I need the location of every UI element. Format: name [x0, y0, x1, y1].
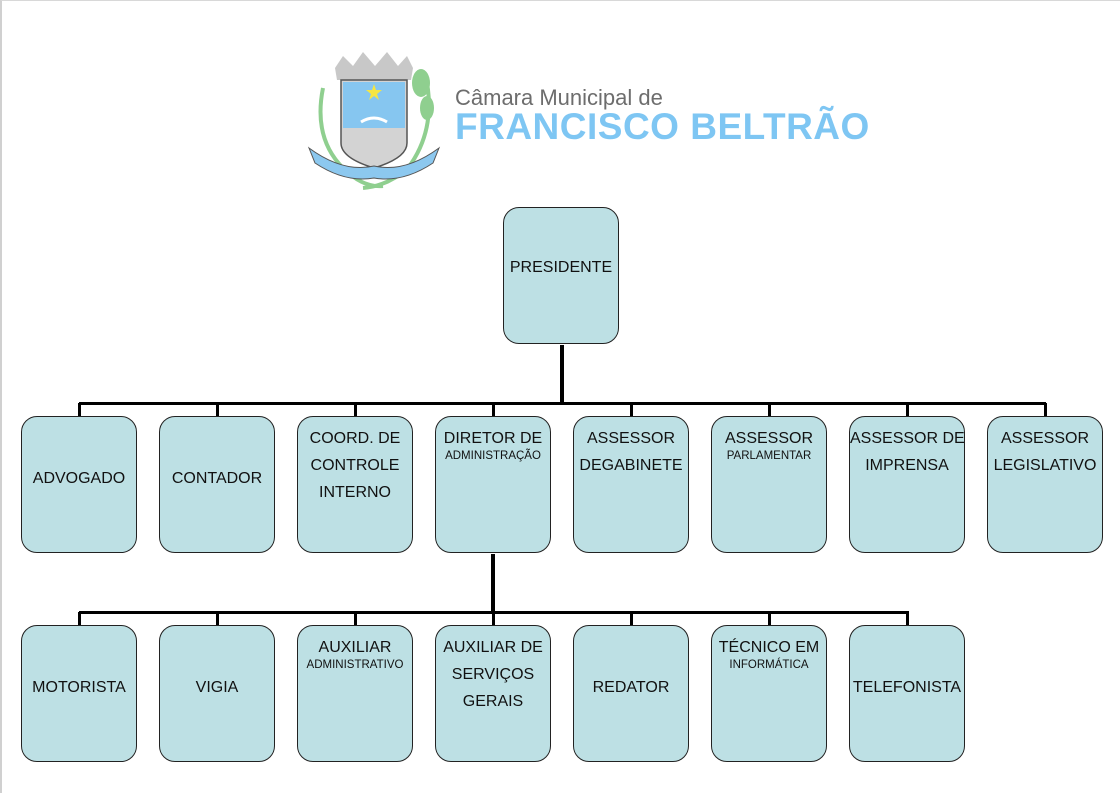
box-label-line: ADVOGADO	[32, 470, 126, 487]
box-label: CONTADOR	[160, 465, 274, 492]
box-label: VIGIA	[160, 674, 274, 701]
box-label-line: PARLAMENTAR	[726, 450, 812, 462]
connector-drop	[630, 612, 633, 625]
connector-drop	[78, 403, 81, 416]
org-node-level1[interactable]: ASSESSOR LEGISLATIVO	[987, 416, 1103, 553]
org-node-level2[interactable]: TELEFONISTA	[849, 625, 965, 762]
connector-drop	[768, 612, 771, 625]
org-node-level2[interactable]: AUXILIAR DE SERVIÇOS GERAIS	[435, 625, 551, 762]
box-label-line: PRESIDENTE	[509, 259, 613, 276]
connector-drop	[630, 403, 633, 416]
box-label-line: ASSESSOR	[586, 430, 676, 447]
connector-drop	[216, 612, 219, 625]
box-label: COORD. DE CONTROLE INTERNO	[298, 425, 412, 506]
box-label-line: AUXILIAR DE	[443, 639, 543, 656]
box-label-line: COORD. DE	[309, 430, 401, 447]
box-label: MOTORISTA	[22, 674, 136, 701]
box-label-line: CONTROLE	[310, 457, 400, 474]
box-label-line: TÉCNICO EM	[718, 639, 820, 656]
connector-level1-bar	[79, 402, 1046, 405]
box-label-line: INTERNO	[319, 484, 391, 501]
connector-drop	[1044, 403, 1047, 416]
box-label-line: DEGABINETE	[579, 457, 683, 474]
box-label-line: SERVIÇOS	[451, 666, 535, 683]
org-node-level1[interactable]: COORD. DE CONTROLE INTERNO	[297, 416, 413, 553]
box-label-line: ASSESSOR	[724, 430, 814, 447]
box-label-line: AUXILIAR	[318, 639, 392, 656]
connector-drop	[354, 403, 357, 416]
box-label: DIRETOR DE ADMINISTRAÇÃO	[436, 425, 550, 463]
org-node-level2[interactable]: TÉCNICO EM INFORMÁTICA	[711, 625, 827, 762]
box-label-line: ADMINISTRAÇÃO	[445, 450, 541, 462]
org-node-level1[interactable]: CONTADOR	[159, 416, 275, 553]
box-label-line: CONTADOR	[171, 470, 263, 487]
org-node-level2[interactable]: AUXILIAR ADMINISTRATIVO	[297, 625, 413, 762]
box-label: AUXILIAR DE SERVIÇOS GERAIS	[436, 634, 550, 715]
connector-drop	[906, 612, 909, 625]
org-node-level2[interactable]: MOTORISTA	[21, 625, 137, 762]
box-label-line: INFORMÁTICA	[729, 659, 809, 671]
connector-drop	[78, 612, 81, 625]
box-label: ASSESSOR PARLAMENTAR	[712, 425, 826, 463]
box-label-line: GERAIS	[462, 693, 524, 710]
logo-title: FRANCISCO BELTRÃO	[455, 106, 870, 147]
connector-drop	[216, 403, 219, 416]
camara-logo: Câmara Municipal de FRANCISCO BELTRÃO	[303, 48, 869, 193]
box-label: AUXILIAR ADMINISTRATIVO	[298, 634, 412, 672]
box-label-line: VIGIA	[195, 679, 239, 696]
box-label: TÉCNICO EM INFORMÁTICA	[712, 634, 826, 672]
connector-drop	[354, 612, 357, 625]
org-node-level1[interactable]: ASSESSOR DE IMPRENSA	[849, 416, 965, 553]
connector-drop	[492, 612, 495, 625]
box-label-line: DIRETOR DE	[443, 430, 543, 447]
connector-drop	[768, 403, 771, 416]
box-label-line: ADMINISTRATIVO	[306, 659, 404, 671]
box-label: PRESIDENTE	[504, 254, 618, 281]
box-label: TELEFONISTA	[850, 674, 964, 701]
org-node-level1[interactable]: ADVOGADO	[21, 416, 137, 553]
municipal-crest-icon	[307, 52, 441, 190]
box-label-line: LEGISLATIVO	[993, 457, 1097, 474]
logo-subtitle: Câmara Municipal de	[455, 85, 663, 110]
box-label: ADVOGADO	[22, 465, 136, 492]
org-node-level1[interactable]: DIRETOR DE ADMINISTRAÇÃO	[435, 416, 551, 553]
box-label-line: REDATOR	[592, 679, 670, 696]
connector-drop	[906, 403, 909, 416]
box-label-line: TELEFONISTA	[852, 679, 962, 696]
connector-director-down	[491, 554, 495, 614]
box-label: ASSESSOR DEGABINETE	[574, 425, 688, 479]
org-node-level1[interactable]: ASSESSOR PARLAMENTAR	[711, 416, 827, 553]
org-node-level1[interactable]: ASSESSOR DEGABINETE	[573, 416, 689, 553]
connector-president-down	[560, 345, 564, 405]
box-label: REDATOR	[574, 674, 688, 701]
box-label: ASSESSOR LEGISLATIVO	[988, 425, 1102, 479]
connector-drop	[492, 403, 495, 416]
box-label-line: IMPRENSA	[865, 457, 949, 474]
box-label-line: ASSESSOR	[1000, 430, 1090, 447]
box-label-line: ASSESSOR DE	[850, 430, 965, 447]
org-node-level2[interactable]: REDATOR	[573, 625, 689, 762]
org-node-presidente[interactable]: PRESIDENTE	[503, 207, 619, 344]
box-label-line: MOTORISTA	[32, 679, 126, 696]
box-label: ASSESSOR DE IMPRENSA	[850, 425, 965, 479]
org-node-level2[interactable]: VIGIA	[159, 625, 275, 762]
